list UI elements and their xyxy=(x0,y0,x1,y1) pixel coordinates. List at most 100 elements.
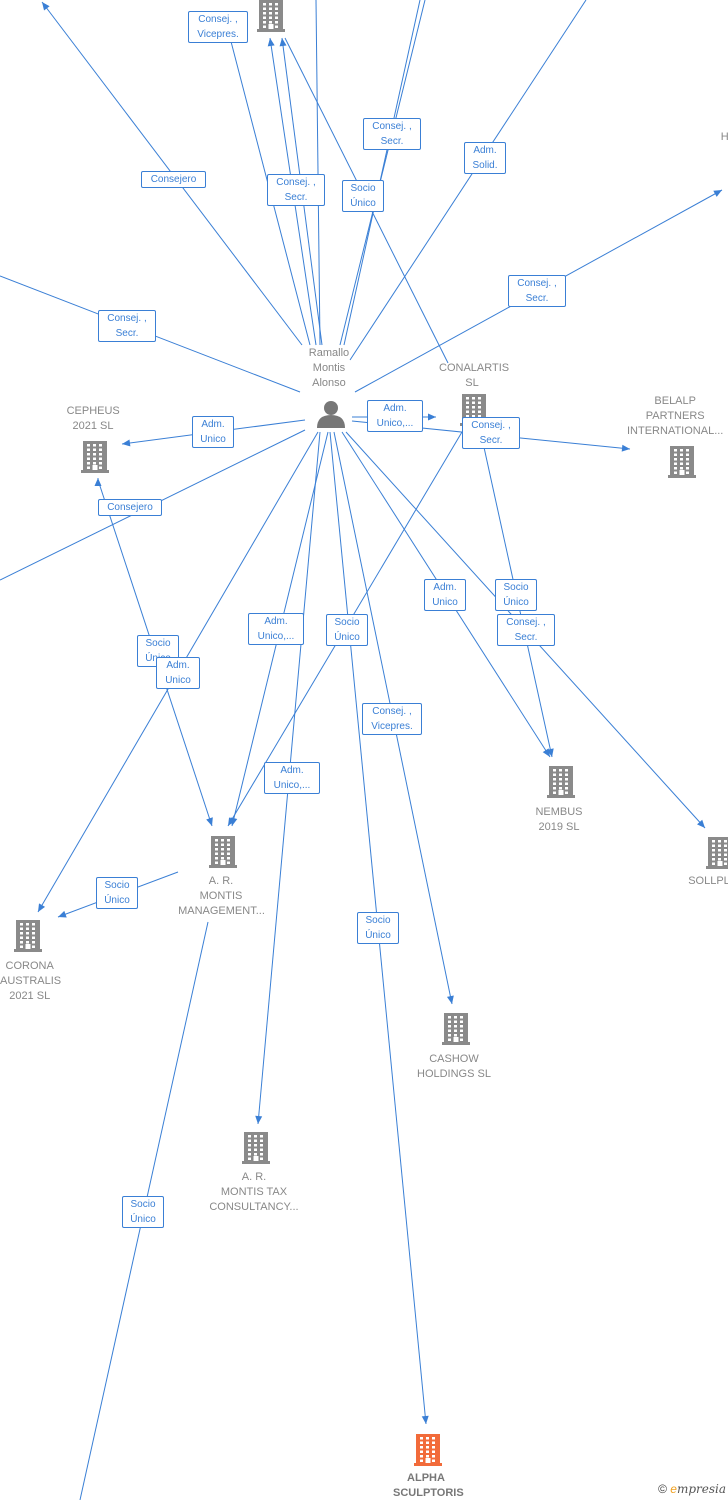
company-building-icon[interactable] xyxy=(209,836,237,868)
relation-role-text: Adm. xyxy=(473,145,497,156)
relation-role-text: Consej. , xyxy=(506,617,546,628)
relation-role-box[interactable]: Consej. , Secr. xyxy=(497,614,555,646)
label-line: AUSTRALIS xyxy=(0,975,62,987)
relation-role-box[interactable]: Consej. , Secr. xyxy=(508,275,566,307)
edge-arrowhead xyxy=(713,190,722,197)
relation-role-text: Consejero xyxy=(150,174,197,185)
company-building-icon[interactable] xyxy=(81,441,109,473)
edge-arrowhead xyxy=(58,910,67,918)
label-line: A. R. xyxy=(208,875,234,887)
relation-role-box[interactable]: Consej. ,Secr. xyxy=(363,118,421,150)
label-line: 2019 SL xyxy=(538,821,580,833)
label-line: BELALP xyxy=(654,395,696,407)
relation-role-text: Vicepres. xyxy=(197,29,239,40)
brand-initial: e xyxy=(670,1482,677,1496)
relation-role-text: Único xyxy=(130,1214,156,1225)
edge-arrowhead xyxy=(546,748,554,757)
label-line: SL xyxy=(465,377,479,389)
relation-role-text: Consejero xyxy=(107,502,153,513)
relation-role-text: Adm. xyxy=(264,616,288,627)
relation-role-text: Socio xyxy=(130,1199,156,1210)
company-building-icon[interactable] xyxy=(668,446,696,478)
relation-role-box[interactable]: Consej. , Secr. xyxy=(267,174,325,206)
relation-role-text: Secr. xyxy=(514,632,538,643)
edge-arrowhead xyxy=(42,2,50,11)
edge-arrowhead xyxy=(267,38,275,47)
company-name-label[interactable]: CONALARTIS SL xyxy=(439,361,510,391)
label-line: Alonso xyxy=(312,377,346,389)
relation-role-box[interactable]: Adm.Unico,... xyxy=(264,762,320,794)
label-line: H xyxy=(720,131,728,143)
relation-role-box[interactable]: Adm.Solid. xyxy=(464,142,506,174)
company-building-icon[interactable] xyxy=(547,766,575,798)
relation-role-box[interactable]: Consejero xyxy=(141,171,206,188)
company-building-icon[interactable] xyxy=(442,1013,470,1045)
relation-edge xyxy=(349,0,587,361)
label-line: PARTNERS xyxy=(645,410,705,422)
label-line: CONALARTIS xyxy=(439,362,510,374)
company-name-label[interactable]: SOLLPL xyxy=(688,874,728,889)
label-line: 2021 SL xyxy=(9,990,51,1002)
relation-role-box[interactable]: Consej. ,Vicepres. xyxy=(188,11,248,43)
company-building-icon[interactable] xyxy=(706,837,728,869)
edge-arrowhead xyxy=(255,1115,263,1124)
relation-role-text: Consej. , xyxy=(517,278,557,289)
edge-arrowhead xyxy=(38,903,46,912)
relation-role-text: Adm. xyxy=(280,765,304,776)
relation-role-text: Socio xyxy=(365,915,391,926)
focus-company-building-icon[interactable] xyxy=(414,1434,442,1466)
label-line: Montis xyxy=(312,362,346,374)
relation-role-box[interactable]: Adm.Unico xyxy=(156,657,200,689)
label-line: CONSULTANCY... xyxy=(209,1201,299,1213)
label-line: NEMBUS xyxy=(535,806,583,818)
edge-arrowhead xyxy=(122,439,131,447)
relation-role-box[interactable]: Consej. ,Secr. xyxy=(98,310,156,342)
company-building-icon[interactable] xyxy=(14,920,42,952)
relation-role-box[interactable]: Adm.Unico xyxy=(424,579,466,611)
label-line: 2021 SL xyxy=(72,420,114,432)
relation-role-text: Secr. xyxy=(284,192,308,203)
relation-role-text: Consej. , xyxy=(372,121,412,132)
relation-role-text: Socio xyxy=(145,638,171,649)
company-building-icon[interactable] xyxy=(242,1132,270,1164)
edge-arrowhead xyxy=(621,444,630,452)
relation-role-text: Unico,... xyxy=(257,631,295,642)
relation-role-text: Único xyxy=(350,198,376,209)
company-building-icon[interactable] xyxy=(257,0,285,32)
relation-role-text: Secr. xyxy=(115,328,139,339)
label-line: MANAGEMENT... xyxy=(178,905,265,917)
person-icon[interactable] xyxy=(317,401,345,428)
edge-arrowhead xyxy=(94,478,102,486)
relation-role-text: Adm. xyxy=(166,660,190,671)
relation-role-text: Unico xyxy=(200,434,226,445)
relation-role-text: Consej. , xyxy=(276,177,316,188)
relation-role-box[interactable]: Consejero xyxy=(98,499,162,516)
relation-role-box[interactable]: Consej. ,Secr. xyxy=(462,417,520,449)
relation-role-box[interactable]: Adm.Unico,... xyxy=(367,400,423,432)
company-name-label[interactable]: H xyxy=(721,130,728,145)
company-name-label[interactable]: NEMBUS 2019 SL xyxy=(533,805,586,835)
relation-edge xyxy=(315,0,321,346)
relation-role-box[interactable]: Adm.Unico xyxy=(192,416,234,448)
relation-role-box[interactable]: Adm. Unico,... xyxy=(248,613,304,645)
relation-role-box[interactable]: Consej. ,Vicepres. xyxy=(362,703,422,735)
edge-arrowhead xyxy=(421,1415,429,1424)
relation-role-text: Secr. xyxy=(525,293,549,304)
label-line: HOLDINGS SL xyxy=(417,1068,491,1080)
relation-role-text: Único xyxy=(503,597,529,608)
